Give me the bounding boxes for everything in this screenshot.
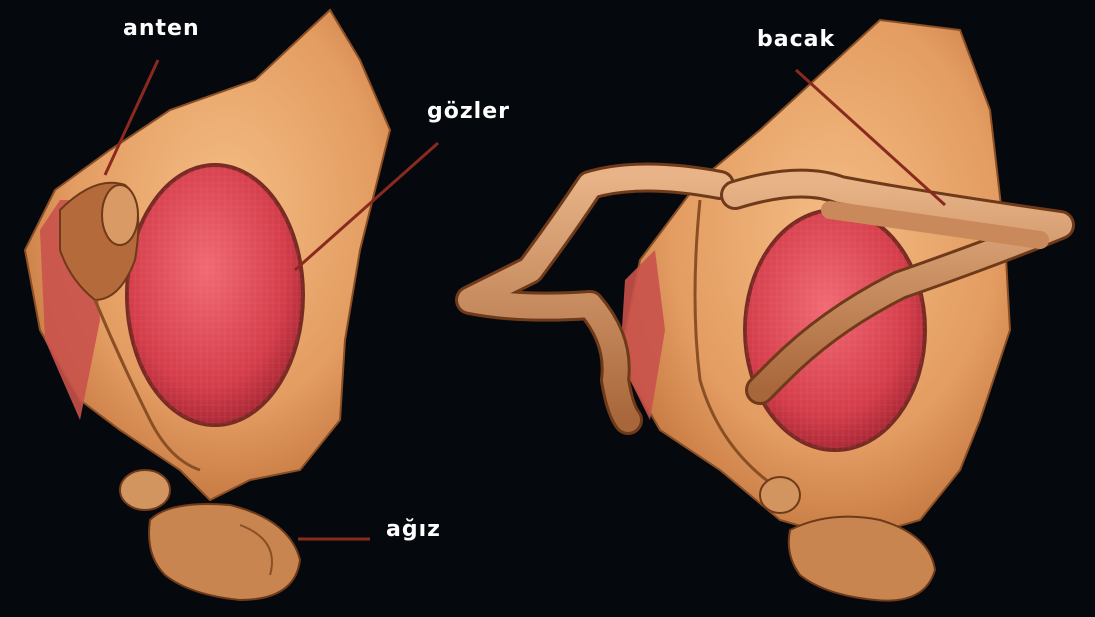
left-compound-eye [127,165,303,425]
label-eyes: gözler [427,99,510,124]
left-fly-head [25,10,438,600]
label-antenna: anten [123,16,200,41]
right-fly-head [470,20,1060,601]
label-leg: bacak [757,27,835,52]
label-mouth: ağız [386,517,441,542]
